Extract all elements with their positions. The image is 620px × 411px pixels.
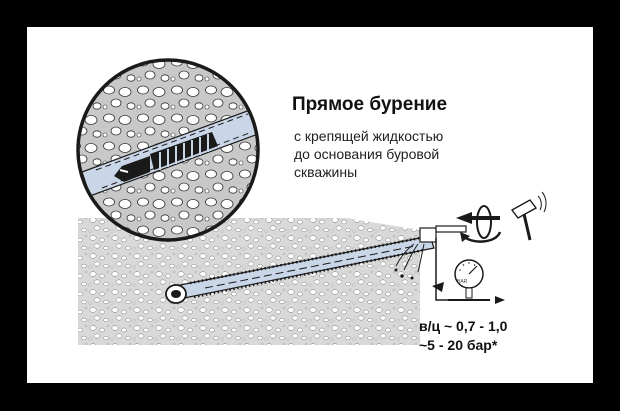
subtitle-line-3: скважины	[294, 164, 358, 180]
pipe-head-fitting	[419, 225, 467, 301]
diagram-title: Прямое бурение	[292, 94, 448, 115]
fluid-outflow-icon	[394, 243, 425, 280]
magnifier-circle	[76, 58, 260, 242]
drill-head	[165, 284, 187, 304]
diagram-subtitle: с крепящей жидкостью до основания бурово…	[294, 127, 514, 181]
pressure-range: ~5 - 20 бар*	[419, 337, 498, 353]
drilling-parameters: в/ц ~ 0,7 - 1,0 ~5 - 20 бар*	[419, 317, 507, 355]
gauge-unit-label: BAR	[457, 279, 468, 285]
hammer-icon	[510, 191, 547, 241]
flow-marker-icon	[432, 282, 444, 292]
water-cement-ratio: в/ц ~ 0,7 - 1,0	[419, 318, 508, 334]
rotation-arrow-icon	[456, 205, 502, 243]
pressure-gauge-icon	[448, 259, 505, 304]
subtitle-line-1: с крепящей жидкостью	[294, 128, 444, 144]
subtitle-line-2: до основания буровой	[294, 146, 440, 162]
